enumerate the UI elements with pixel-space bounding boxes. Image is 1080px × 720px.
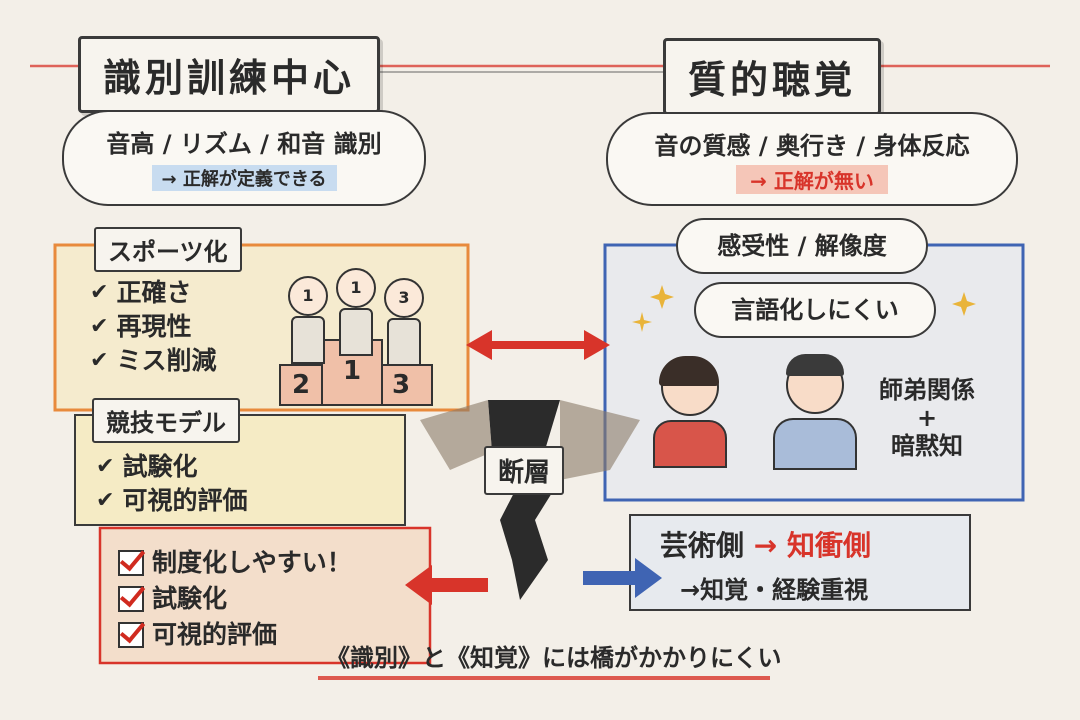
model-checklist: ✔試験化 ✔可視的評価 (96, 450, 247, 518)
left-cloud-sub: → 正解が定義できる (151, 165, 337, 191)
list-item: 試験化 (118, 581, 352, 617)
list-item: ✔ミス削減 (90, 344, 216, 378)
left-cloud-main: 音高 / リズム / 和音 識別 (106, 130, 382, 158)
footer-caption: 《識別》と《知覚》には橋がかかりにくい (326, 644, 782, 672)
star-icon (650, 285, 674, 309)
arrow-right-icon: → (753, 529, 778, 562)
checkbox-icon (118, 586, 144, 612)
right-title: 質的聴覚 (663, 38, 882, 115)
list-item: ✔試験化 (96, 450, 247, 484)
athlete-figure: 1 (334, 268, 378, 356)
left-title: 識別訓練中心 (78, 36, 381, 113)
shift-line: 芸術側 → 知衝側 (660, 529, 871, 562)
list-item: ✔正確さ (90, 276, 216, 310)
student-figure (650, 356, 730, 468)
sport-checklist: ✔正確さ ✔再現性 ✔ミス削減 (90, 276, 216, 378)
podium-number-3: 3 (392, 370, 411, 400)
model-label: 競技モデル (92, 398, 240, 443)
podium-figures: 1 1 3 (286, 268, 436, 366)
fault-label: 断層 (484, 446, 565, 495)
list-item: 可視的評価 (118, 617, 352, 653)
right-cloud-sub: → 正解が無い (736, 165, 888, 194)
podium-number-1: 1 (343, 356, 362, 386)
podium-number-2: 2 (292, 370, 311, 400)
list-item: 制度化しやすい！ (118, 545, 352, 581)
star-icon (632, 312, 652, 332)
sensitivity-cloud: 感受性 / 解像度 (676, 218, 928, 274)
relation-text: 師弟関係 + 暗黙知 (879, 376, 975, 460)
star-icon (952, 292, 976, 316)
checkbox-icon (118, 622, 144, 648)
list-item: ✔可視的評価 (96, 484, 247, 518)
athlete-figure: 1 (286, 276, 330, 364)
checkmark-icon: ✔ (96, 488, 115, 513)
left-thought-cloud: 音高 / リズム / 和音 識別 → 正解が定義できる (62, 110, 426, 206)
shift-note: →知覚・経験重視 (680, 576, 869, 604)
checkmark-icon: ✔ (90, 314, 109, 339)
right-cloud-main: 音の質感 / 奥行き / 身体反応 (654, 132, 970, 160)
right-thought-cloud: 音の質感 / 奥行き / 身体反応 → 正解が無い (606, 112, 1018, 206)
institution-checklist: 制度化しやすい！ 試験化 可視的評価 (118, 545, 352, 653)
checkmark-icon: ✔ (90, 348, 109, 373)
checkbox-icon (118, 550, 144, 576)
checkmark-icon: ✔ (96, 454, 115, 479)
verbal-cloud: 言語化しにくい (694, 282, 936, 338)
athlete-figure: 3 (382, 278, 426, 366)
list-item: ✔再現性 (90, 310, 216, 344)
mentor-figure (770, 354, 860, 470)
sport-label: スポーツ化 (94, 227, 242, 272)
checkmark-icon: ✔ (90, 280, 109, 305)
